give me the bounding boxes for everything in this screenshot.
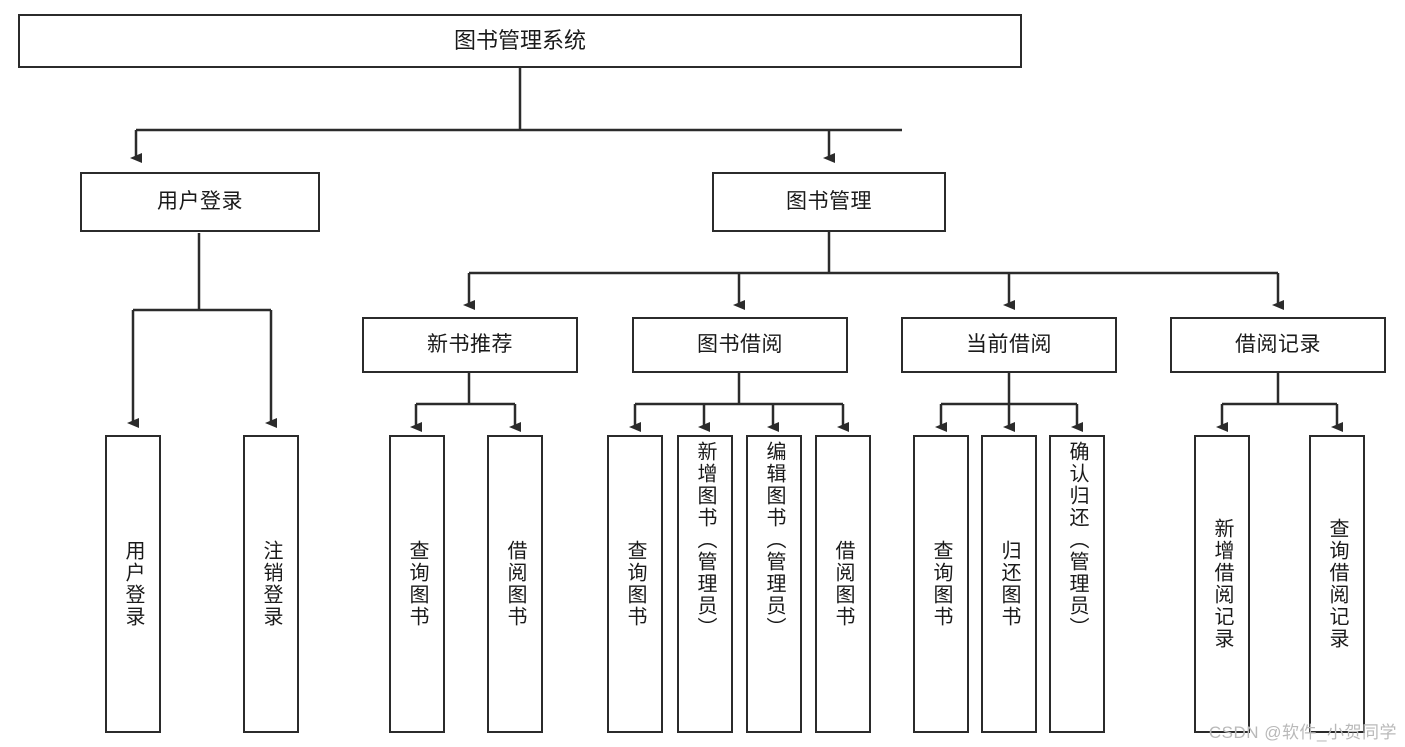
leaf-book-borrow-1-label: 查询图书 [624,540,646,628]
leaf-current-borrow-1-label: 查询图书 [930,540,952,628]
leaf-book-borrow-3-label: 编辑图书（管理员） [763,441,785,639]
node-new-book-recommend[interactable]: 新书推荐 [362,317,578,373]
node-current-borrow-label: 当前借阅 [966,333,1052,357]
leaf-user-login-1-label: 用户登录 [122,540,144,628]
node-book-manage-label: 图书管理 [786,190,872,214]
leaf-user-login-1[interactable]: 用户登录 [105,435,161,733]
node-new-book-recommend-label: 新书推荐 [427,333,513,357]
leaf-user-login-2[interactable]: 注销登录 [243,435,299,733]
node-borrow-record[interactable]: 借阅记录 [1170,317,1386,373]
leaf-book-borrow-4-label: 借阅图书 [832,540,854,628]
leaf-borrow-record-2[interactable]: 查询借阅记录 [1309,435,1365,733]
leaf-new-book-1[interactable]: 查询图书 [389,435,445,733]
leaf-current-borrow-1[interactable]: 查询图书 [913,435,969,733]
node-borrow-record-label: 借阅记录 [1235,333,1321,357]
leaf-book-borrow-4[interactable]: 借阅图书 [815,435,871,733]
leaf-current-borrow-3[interactable]: 确认归还（管理员） [1049,435,1105,733]
node-root[interactable]: 图书管理系统 [18,14,1022,68]
leaf-book-borrow-3[interactable]: 编辑图书（管理员） [746,435,802,733]
node-user-login[interactable]: 用户登录 [80,172,320,232]
node-book-manage[interactable]: 图书管理 [712,172,946,232]
leaf-borrow-record-1-label: 新增借阅记录 [1211,518,1233,650]
leaf-new-book-1-label: 查询图书 [406,540,428,628]
node-current-borrow[interactable]: 当前借阅 [901,317,1117,373]
node-book-borrow-label: 图书借阅 [697,333,783,357]
node-book-borrow[interactable]: 图书借阅 [632,317,848,373]
leaf-borrow-record-2-label: 查询借阅记录 [1326,518,1348,650]
watermark: CSDN @软件_小贺同学 [1208,723,1397,742]
leaf-book-borrow-1[interactable]: 查询图书 [607,435,663,733]
leaf-current-borrow-3-label: 确认归还（管理员） [1066,441,1088,639]
node-root-label: 图书管理系统 [453,27,586,53]
leaf-book-borrow-2-label: 新增图书（管理员） [694,441,716,639]
node-user-login-label: 用户登录 [157,190,243,214]
leaf-current-borrow-2[interactable]: 归还图书 [981,435,1037,733]
leaf-user-login-2-label: 注销登录 [260,540,282,628]
leaf-borrow-record-1[interactable]: 新增借阅记录 [1194,435,1250,733]
leaf-book-borrow-2[interactable]: 新增图书（管理员） [677,435,733,733]
leaf-new-book-2-label: 借阅图书 [504,540,526,628]
leaf-current-borrow-2-label: 归还图书 [998,540,1020,628]
leaf-new-book-2[interactable]: 借阅图书 [487,435,543,733]
